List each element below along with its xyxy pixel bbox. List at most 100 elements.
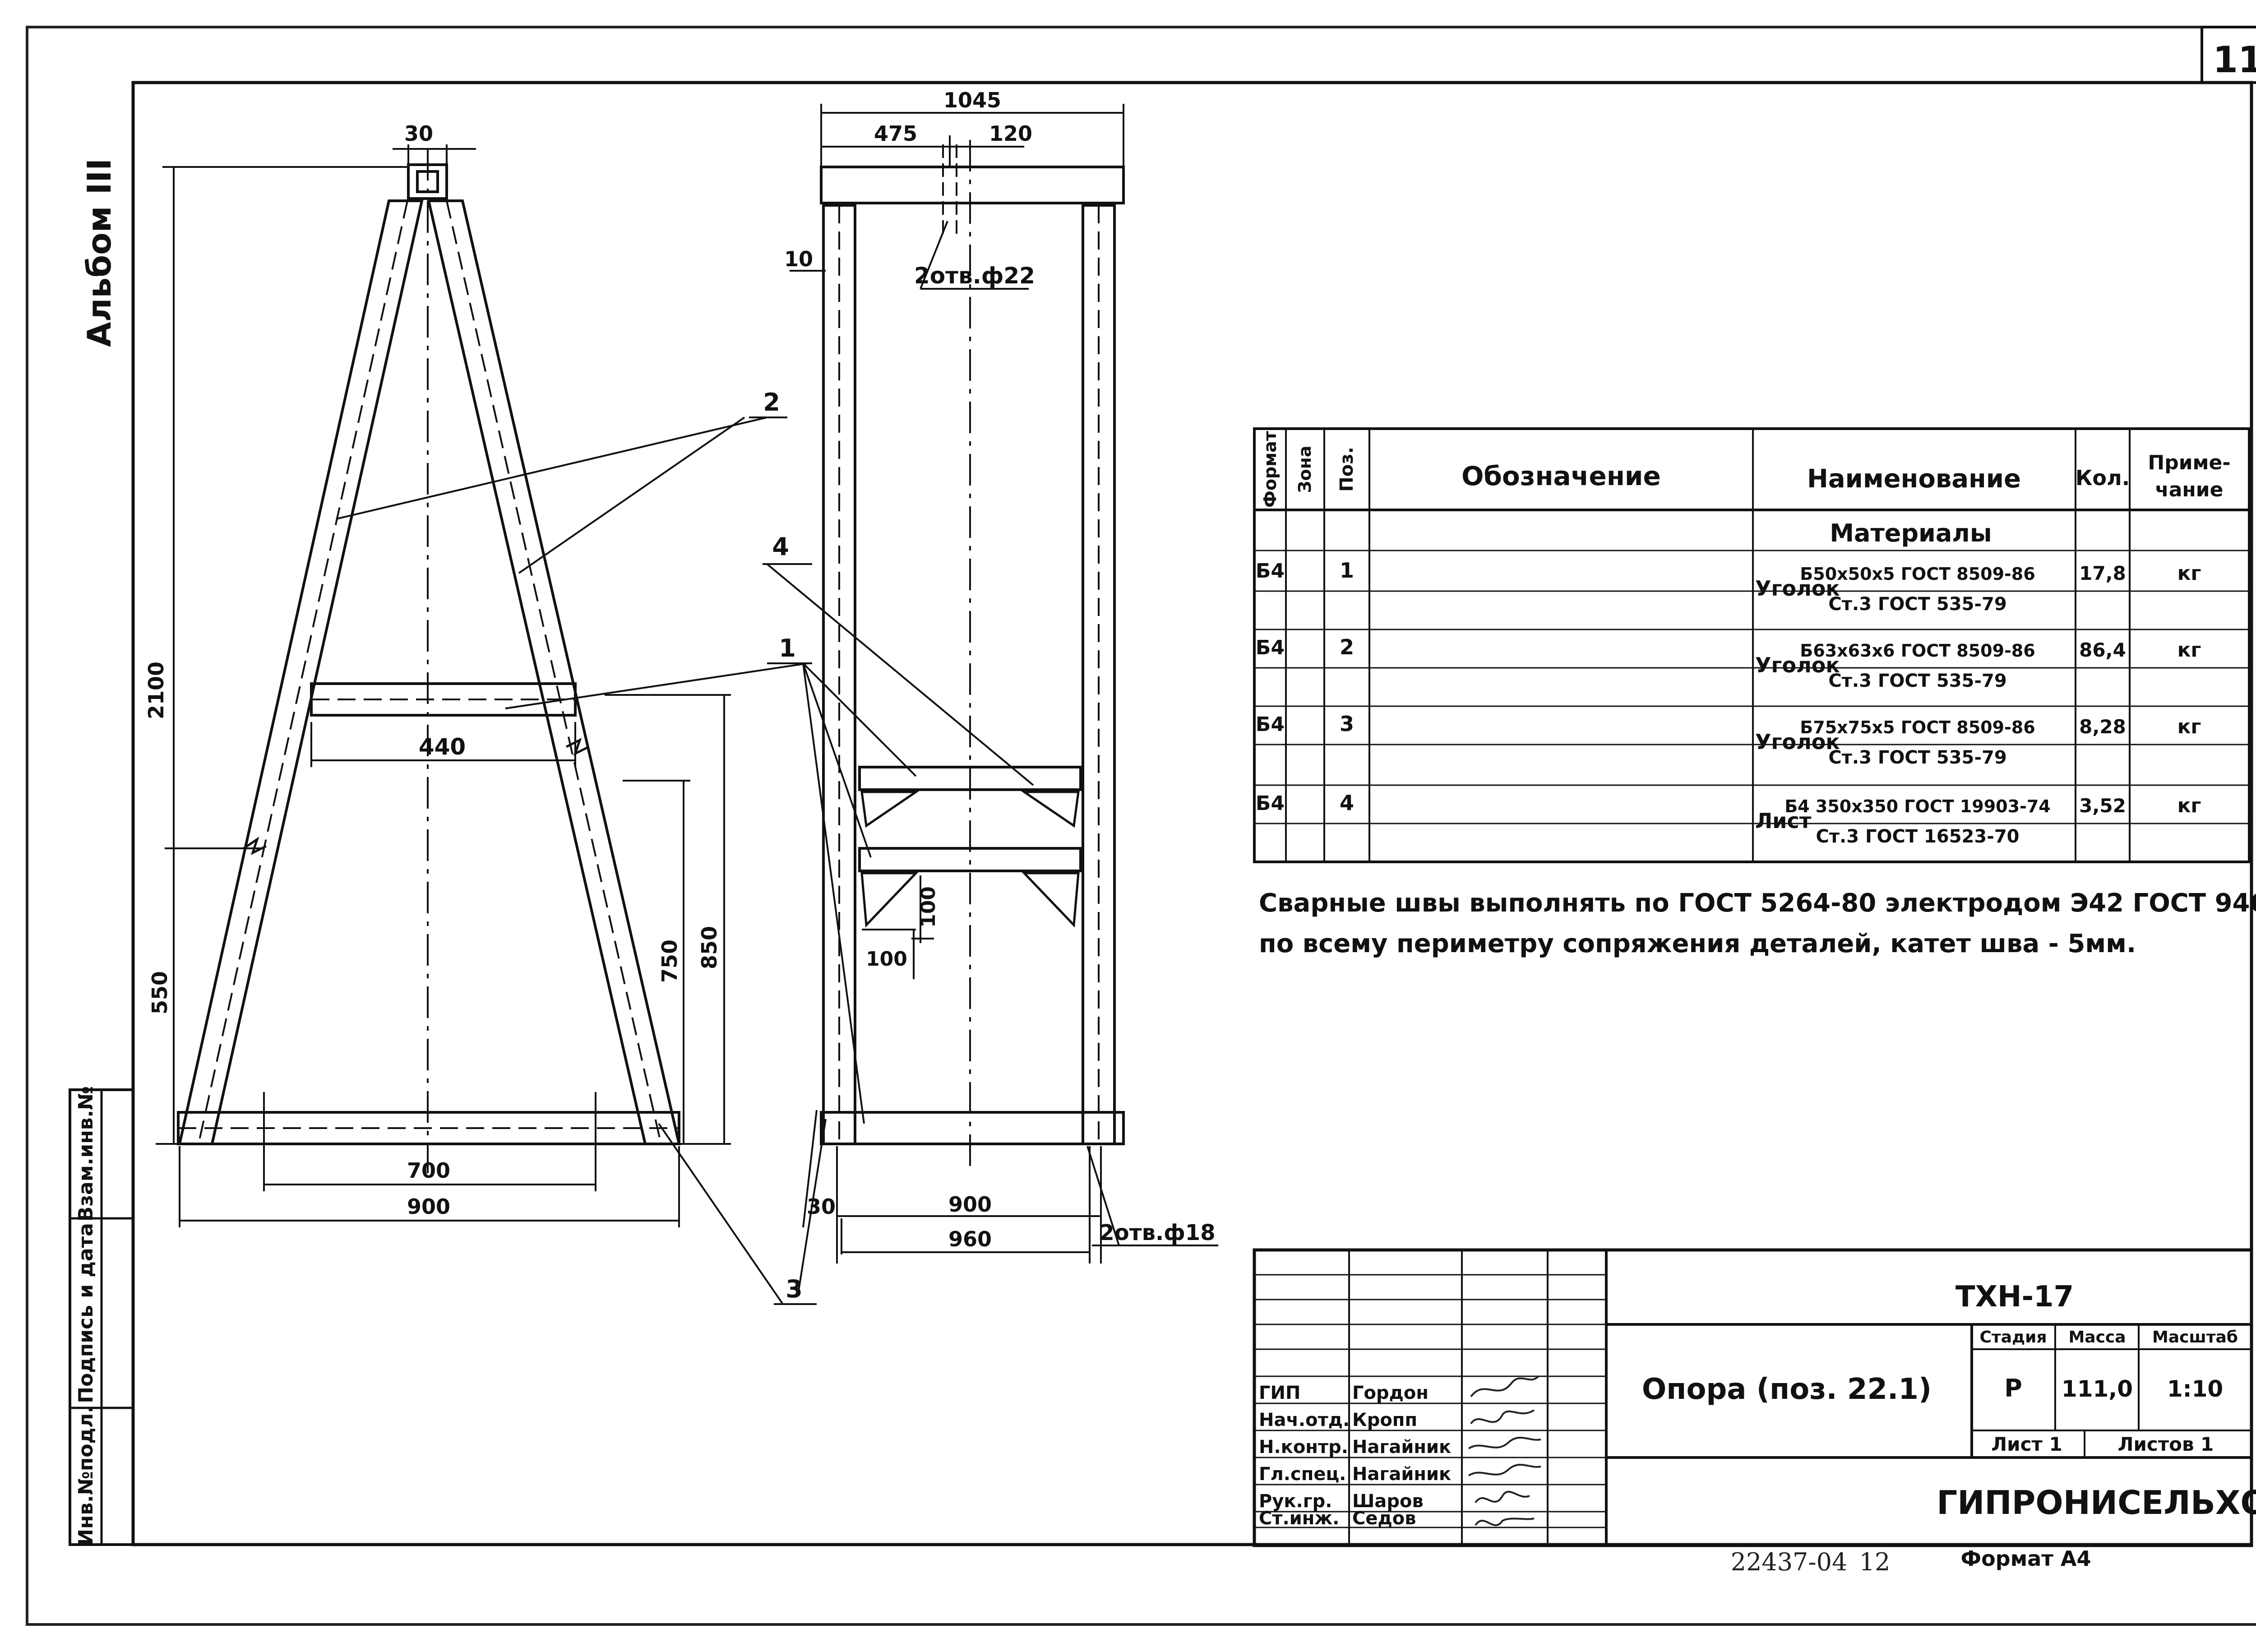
doc-code: ТХН-17	[1956, 1280, 2074, 1314]
row-note: кг	[2177, 562, 2201, 585]
stage-value: Р	[2004, 1374, 2022, 1402]
dim-30-top: 30	[404, 121, 433, 146]
side-view	[820, 140, 1125, 1173]
row-format: Б4	[1256, 636, 1285, 659]
row-line2: Ст.3 ГОСТ 535-79	[1828, 594, 2006, 615]
signer-name: Седов	[1352, 1508, 1416, 1529]
signer-name: Кропп	[1352, 1410, 1417, 1430]
row-qty: 3,52	[2079, 795, 2126, 817]
dim-960: 960	[948, 1227, 992, 1251]
signer-role: Н.контр.	[1259, 1437, 1348, 1458]
row-qty: 17,8	[2079, 562, 2126, 584]
row-line2: Ст.3 ГОСТ 16523-70	[1816, 826, 2020, 847]
format-label: Формат А4	[1960, 1546, 2091, 1571]
album-label: Альбом III	[80, 158, 118, 347]
dim-475: 475	[874, 121, 917, 146]
doc-title: Опора (поз. 22.1)	[1642, 1373, 1932, 1406]
signer-name: Нагайник	[1352, 1437, 1451, 1458]
strip-sign-date: Подпись и дата	[74, 1223, 97, 1403]
page-number: 11	[2213, 39, 2256, 81]
dim-900-side: 900	[948, 1192, 992, 1217]
hdr-zone: Зона	[1295, 445, 1315, 493]
signer-name: Нагайник	[1352, 1464, 1451, 1485]
signer-role: Гл.спец.	[1259, 1464, 1346, 1485]
front-view	[177, 149, 681, 1173]
hdr-pos: Поз.	[1336, 447, 1357, 491]
sheet-number: Лист 1	[1991, 1433, 2062, 1455]
row-type: Лист	[1755, 809, 1812, 833]
strip-inv-podl: Инв.№подл.	[74, 1406, 97, 1546]
row-pos: 4	[1340, 791, 1354, 815]
spec-table-headers: Формат Зона Поз. Обозначение Наименовани…	[1260, 431, 2231, 547]
signatures	[1468, 1375, 1541, 1526]
holes-bottom: 2отв.ф18	[1099, 1220, 1215, 1245]
strip-vzam: Взам.инв.№	[74, 1086, 97, 1222]
signer-role: ГИП	[1259, 1383, 1300, 1403]
organization: ГИПРОНИСЕЛЬХОЗ	[1937, 1484, 2256, 1522]
note-line-1: Сварные швы выполнять по ГОСТ 5264-80 эл…	[1259, 888, 2256, 918]
row-pos: 2	[1340, 635, 1354, 659]
hdr-format: Формат	[1260, 431, 1280, 508]
signer-name: Гордон	[1352, 1383, 1428, 1403]
sheet-count: Листов 1	[2118, 1433, 2214, 1455]
row-qty: 8,28	[2079, 716, 2126, 738]
dim-440: 440	[419, 734, 466, 760]
dim-550: 550	[148, 971, 172, 1014]
dim-700: 700	[407, 1158, 450, 1183]
callout-2: 2	[763, 388, 780, 416]
callout-4: 4	[772, 532, 789, 561]
scale-value: 1:10	[2167, 1376, 2223, 1402]
dim-1045: 1045	[943, 88, 1001, 112]
row-pos: 1	[1340, 558, 1354, 583]
dim-850: 850	[697, 926, 721, 969]
callout-1: 1	[779, 634, 796, 662]
row-note: кг	[2177, 715, 2201, 738]
hdr-qty: Кол.	[2076, 466, 2130, 490]
row-line2: Ст.3 ГОСТ 535-79	[1828, 671, 2006, 691]
row-note: кг	[2177, 639, 2201, 662]
note-line-2: по всему периметру сопряжения деталей, к…	[1259, 929, 2136, 958]
hdr-note-2: чание	[2155, 478, 2224, 501]
dim-900: 900	[407, 1194, 450, 1219]
front-dim-labels: 30 2100 440 550 750 850 700 900 2 1 3	[144, 121, 803, 1303]
hdr-designation: Обозначение	[1461, 461, 1661, 491]
left-strip: Взам.инв.№ Подпись и дата Инв.№подл.	[69, 1086, 134, 1546]
row-pos: 3	[1340, 712, 1354, 736]
row-type: Уголок	[1755, 576, 1840, 601]
row-format: Б4	[1256, 713, 1285, 736]
dim-750: 750	[657, 939, 682, 983]
row-line1: Б4 350х350 ГОСТ 19903-74	[1784, 796, 2050, 816]
row-type: Уголок	[1755, 653, 1840, 677]
dim-30-side: 30	[807, 1194, 836, 1219]
dim-100-vertical: 100	[917, 886, 940, 928]
dim-100-horizontal: 100	[866, 948, 907, 971]
mass-value: 111,0	[2062, 1376, 2133, 1402]
side-dimensions	[763, 104, 1218, 1291]
dim-2100: 2100	[144, 662, 168, 719]
signer-role: Рук.гр.	[1259, 1491, 1332, 1512]
title-block-text: ТХН-17 Опора (поз. 22.1) Стадия Масса Ма…	[1642, 1280, 2256, 1522]
front-dimensions	[156, 144, 817, 1305]
row-note: кг	[2177, 794, 2201, 817]
title-block	[1253, 1248, 2253, 1547]
holes-top: 2отв.ф22	[914, 263, 1035, 289]
row-type: Уголок	[1755, 730, 1840, 754]
row-format: Б4	[1256, 792, 1285, 815]
signer-name: Шаров	[1352, 1491, 1424, 1512]
row-qty: 86,4	[2079, 639, 2126, 661]
spec-table	[1253, 427, 2251, 863]
signer-role: Ст.инж.	[1259, 1508, 1339, 1529]
row-line2: Ст.3 ГОСТ 535-79	[1828, 747, 2006, 768]
stage-header: Стадия	[1980, 1328, 2047, 1347]
archive-suffix: 12	[1859, 1548, 1891, 1576]
inner-frame	[131, 81, 2253, 1546]
dim-10: 10	[784, 247, 813, 271]
archive-number: 22437-04	[1731, 1548, 1848, 1576]
scale-header: Масштаб	[2152, 1328, 2238, 1347]
section-materials: Материалы	[1830, 519, 1992, 547]
signer-role: Нач.отд.	[1259, 1410, 1350, 1430]
hdr-name: Наименование	[1807, 464, 2021, 494]
